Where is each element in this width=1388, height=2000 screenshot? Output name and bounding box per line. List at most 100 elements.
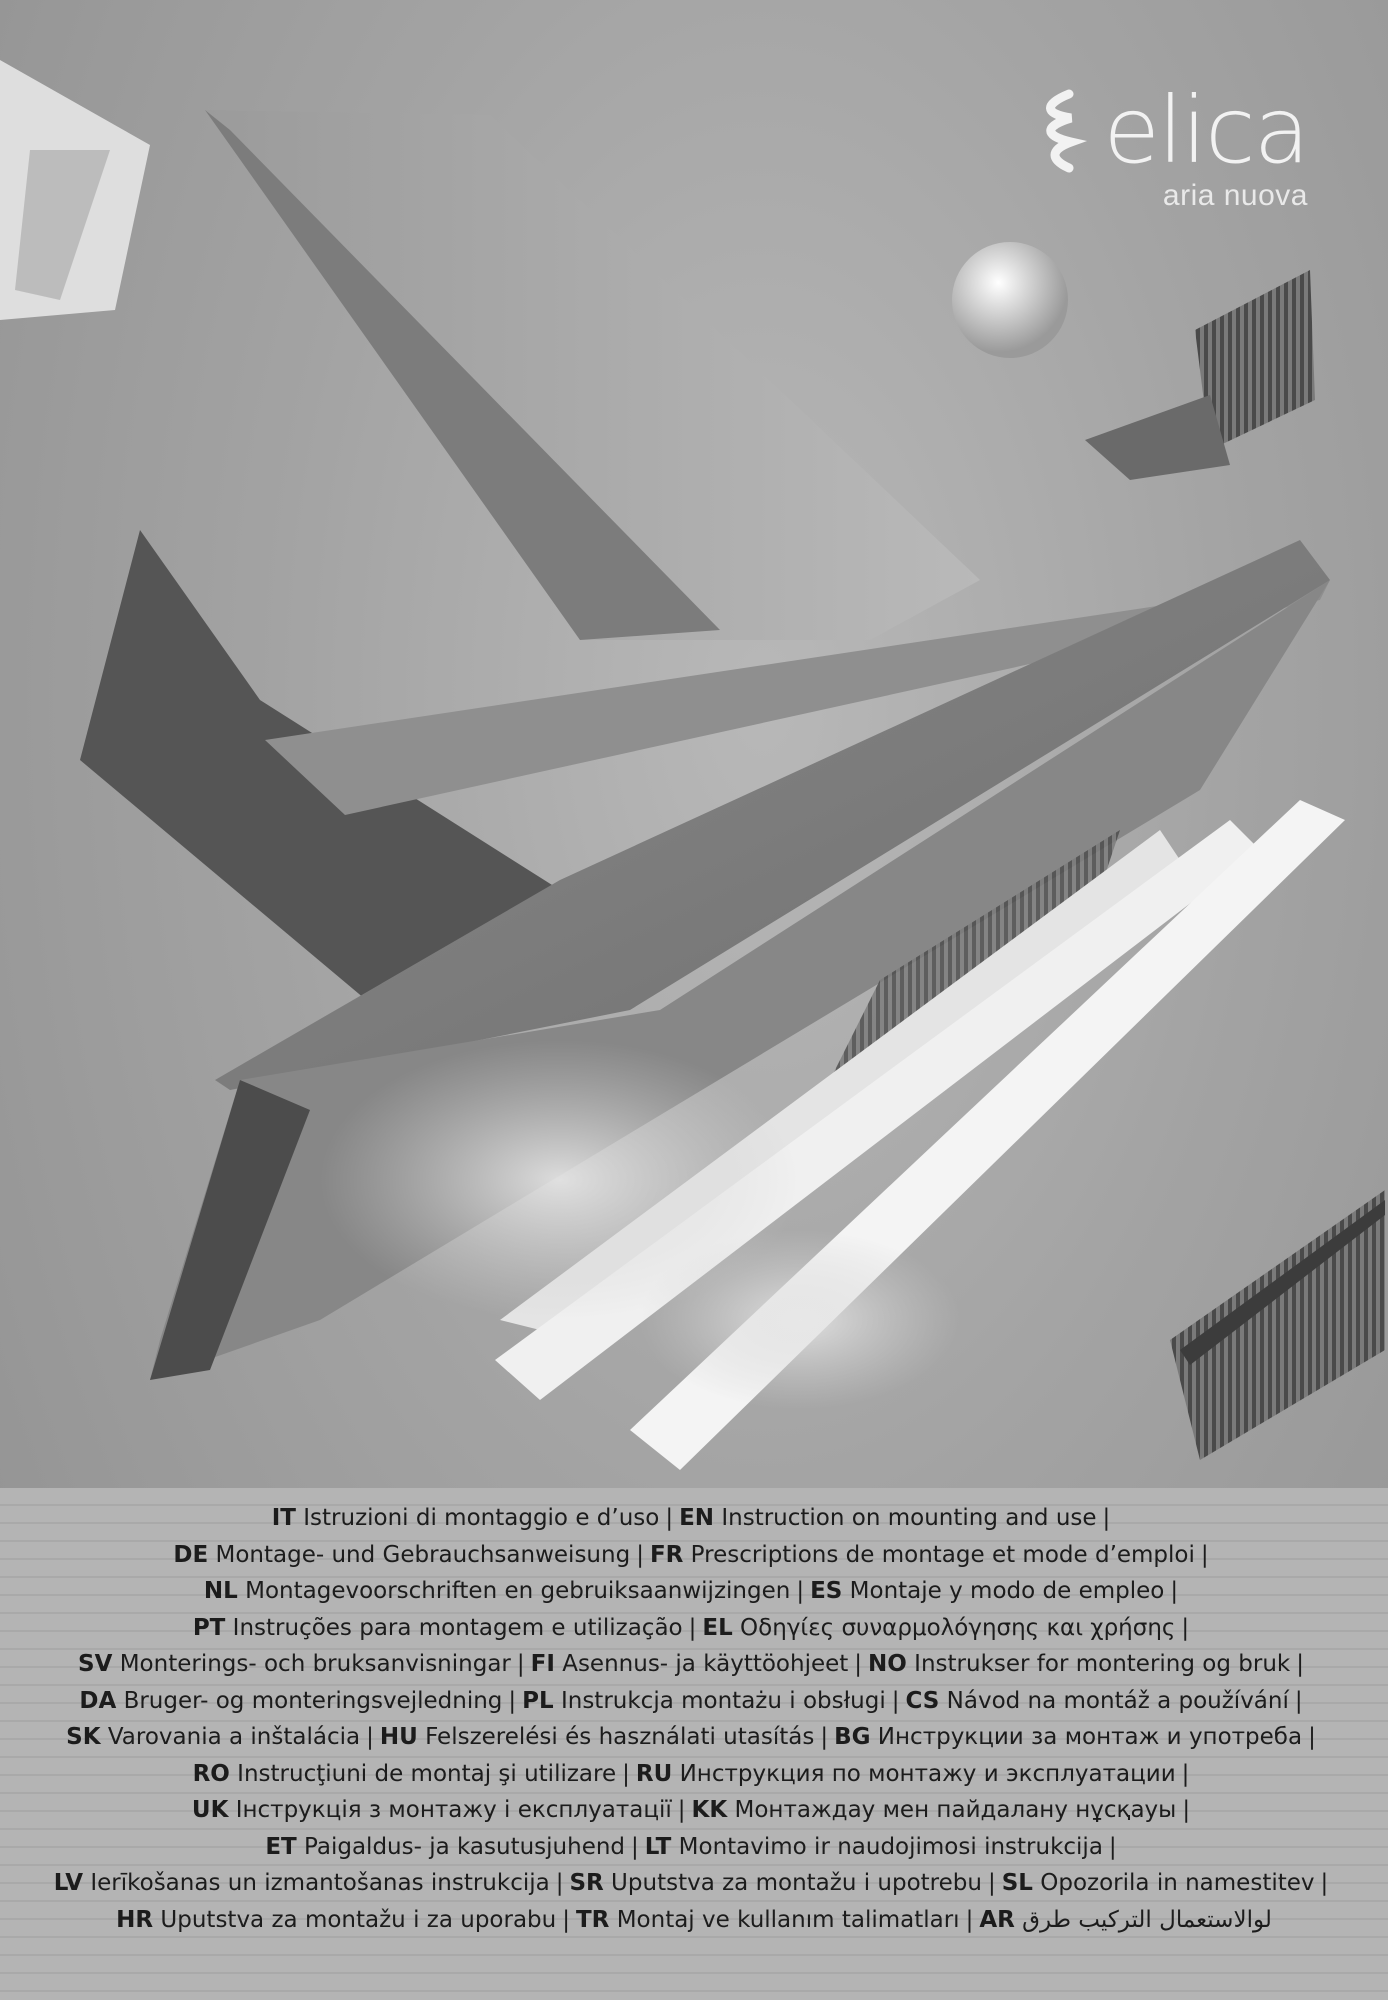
language-code: DE [173,1541,209,1568]
smoke-cloud [320,1040,800,1320]
elica-swirl-logo-icon [1046,89,1088,173]
separator: | [1108,1833,1117,1860]
language-title: Instruction on mounting and use [714,1505,1097,1531]
language-title: Montaje y modo de empleo [842,1578,1165,1604]
separator: | [622,1760,630,1787]
language-code: RU [635,1760,673,1787]
language-title: Οδηγίες συναρμολόγησης και χρήσης [732,1614,1176,1641]
elica-logo: elica aria nuova [1029,77,1310,213]
separator: | [1181,1614,1190,1641]
language-line: ET Paigaldus- ja kasutusjuhend | LT Montav… [0,1832,1388,1862]
separator: | [1294,1687,1303,1714]
separator: | [562,1906,570,1933]
language-title: Bruger- og monteringsvejledning [116,1687,503,1714]
language-code: NO [868,1651,907,1677]
language-code: PT [192,1614,226,1641]
language-title: Інструкція з монтажу і експлуатації [228,1797,672,1823]
separator: | [508,1687,517,1714]
language-title: Instrukser for montering og bruk [906,1651,1291,1677]
separator: | [1320,1870,1329,1896]
language-title: Instruções para montagem e utilização [225,1614,683,1641]
separator: | [987,1870,996,1896]
filter-cassette-bottom [1170,1190,1385,1460]
separator: | [1182,1797,1191,1823]
separator: | [854,1651,863,1677]
language-title: لوالاستعمال التركيب طرق [1014,1906,1272,1933]
smoke-wisp [640,1230,960,1410]
language-code: SV [78,1651,113,1677]
separator: | [636,1541,644,1568]
language-title: Felszerelési és használati utasítás [417,1724,815,1750]
language-line: PT Instruções para montagem e utilização… [0,1613,1388,1643]
separator: | [1296,1651,1304,1677]
language-line: HR Uputstva za montažu i za uporabu|TR M… [0,1905,1388,1935]
language-code: PL [522,1687,554,1714]
language-title: Varovania a inštalácia [100,1724,361,1750]
language-code: SL [1001,1870,1033,1896]
language-line: LV Ierīkošanas un izmantošanas instrukci… [0,1868,1388,1898]
filter-cassette-frame [1180,1200,1385,1365]
language-code: RO [192,1760,230,1787]
floating-sphere [952,242,1068,358]
language-title: Návod na montáž a používání [939,1687,1289,1714]
separator: | [688,1614,697,1641]
language-code: NL [203,1578,238,1604]
language-code: SK [66,1724,101,1750]
separator: | [1308,1724,1316,1750]
language-title: Инструкция по монтажу и эксплуатации [672,1760,1176,1787]
language-code: CS [905,1687,940,1714]
language-line: DA Bruger- og monteringsvejledning|PL In… [0,1686,1388,1716]
language-title: Uputstva za montažu i za uporabu [153,1906,557,1933]
language-code: HR [116,1906,154,1933]
language-title: Opozorila in namestitev [1032,1870,1315,1896]
language-title: Instrukcja montażu i obsługi [553,1687,886,1714]
language-code: ET [265,1833,297,1860]
filter-cassette-tray [1085,395,1230,480]
hood-lower-face [150,1080,310,1380]
language-code: SR [569,1870,604,1896]
language-title: Montagevoorschriften en gebruiksaanwijzi… [237,1578,791,1604]
language-list: IT Istruzioni di montaggio e d’uso | EN In… [0,1488,1388,2000]
language-title: Montaj ve kullanım talimatları [609,1906,960,1933]
language-code: EN [679,1505,715,1531]
hood-main-wedge [215,540,1330,1090]
separator: | [366,1724,374,1750]
separator: | [891,1687,900,1714]
language-title: Montage- und Gebrauchsanweisung [208,1541,631,1568]
language-code: IT [271,1505,296,1531]
separator: | [1200,1541,1209,1568]
separator: | [516,1651,525,1677]
language-title: Istruzioni di montaggio e d’uso [295,1505,660,1531]
language-title: Paigaldus- ja kasutusjuhend [296,1833,626,1860]
hood-upper-edge [205,110,720,640]
language-line: IT Istruzioni di montaggio e d’uso|EN In… [0,1503,1388,1533]
language-title: Montavimo ir naudojimosi instrukcija [671,1833,1103,1860]
language-line: RO Instrucţiuni de montaj şi utilizare|R… [0,1759,1388,1789]
language-title: Uputstva za montažu i upotrebu [603,1870,982,1896]
language-line: UK Інструкція з монтажу і експлуатації|K… [0,1795,1388,1825]
language-code: KK [691,1797,728,1823]
language-code: DA [79,1687,117,1714]
language-code: TR [575,1906,610,1933]
language-code: HU [379,1724,418,1750]
brand-name: elica [1103,77,1310,184]
language-code: EL [702,1614,733,1641]
language-line: NL Montagevoorschriften en gebruiksaanwi… [0,1576,1388,1606]
separator: | [1181,1760,1190,1787]
separator: | [1170,1578,1179,1604]
brand-tagline: aria nuova [1162,179,1308,212]
language-code: AR [979,1906,1015,1933]
language-title: Monterings- och bruksanvisningar [112,1651,511,1677]
language-line: SV Monterings- och bruksanvisningar|FI A… [0,1649,1388,1679]
language-title: Монтаждау мен пайдалану нұсқауы [727,1797,1177,1823]
filter-cassette-top [1195,270,1315,450]
language-code: BG [834,1724,871,1750]
language-code: LT [644,1833,672,1860]
language-line: SK Varovania a inštalácia|HU Felszerelés… [0,1722,1388,1752]
prism-facet [15,150,110,300]
language-code: ES [810,1578,843,1604]
separator: | [677,1797,686,1823]
language-title: Instrucţiuni de montaj şi utilizare [229,1760,617,1787]
